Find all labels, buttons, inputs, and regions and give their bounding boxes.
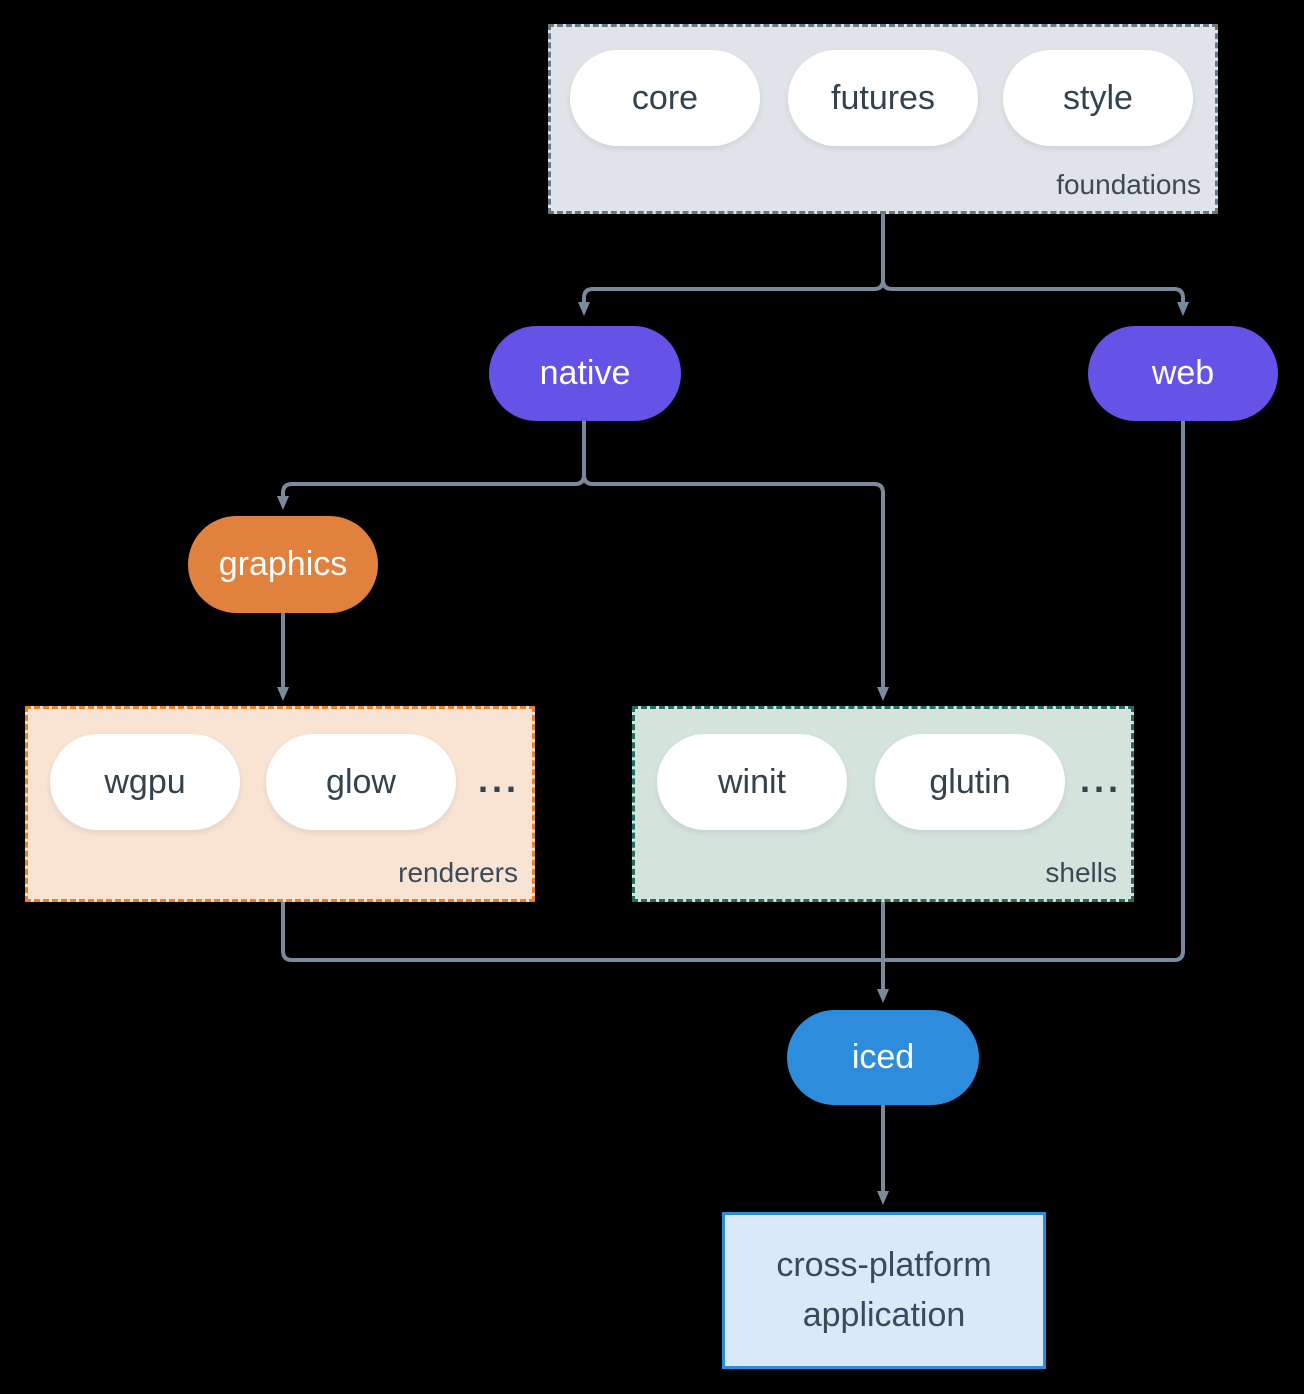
node-futures[interactable]: futures [788, 50, 978, 146]
foundations-group: core futures style foundations [548, 24, 1218, 214]
node-winit[interactable]: winit [657, 734, 847, 830]
node-core-label: core [631, 78, 699, 117]
node-style-label: style [1063, 78, 1133, 117]
node-glutin-label: glutin [929, 762, 1011, 801]
shells-group-label: shells [1045, 857, 1117, 888]
node-glow-label: glow [326, 762, 396, 801]
foundations-group-label: foundations [1056, 169, 1201, 200]
renderers-group-label: renderers [398, 857, 518, 888]
node-web-label: web [1151, 354, 1215, 392]
application-box[interactable]: cross-platform application [722, 1212, 1046, 1369]
node-wgpu[interactable]: wgpu [50, 734, 240, 830]
node-glow[interactable]: glow [266, 734, 456, 830]
node-style[interactable]: style [1003, 50, 1193, 146]
node-core[interactable]: core [570, 50, 760, 146]
node-graphics-label: graphics [218, 545, 348, 583]
node-glutin[interactable]: glutin [875, 734, 1065, 830]
node-native[interactable]: native [489, 326, 681, 421]
renderers-group: wgpu glow ... renderers [25, 706, 535, 902]
shells-ellipsis: ... [1080, 759, 1123, 800]
shells-group: winit glutin ... shells [632, 706, 1134, 902]
node-graphics[interactable]: graphics [188, 516, 378, 613]
node-iced[interactable]: iced [787, 1010, 979, 1105]
node-iced-label: iced [851, 1038, 915, 1076]
node-winit-label: winit [717, 762, 787, 801]
application-box-label: cross-platform application [776, 1246, 992, 1334]
node-native-label: native [539, 354, 631, 392]
node-web[interactable]: web [1088, 326, 1278, 421]
node-futures-label: futures [831, 78, 935, 117]
node-wgpu-label: wgpu [104, 762, 186, 801]
renderers-ellipsis: ... [478, 759, 521, 800]
